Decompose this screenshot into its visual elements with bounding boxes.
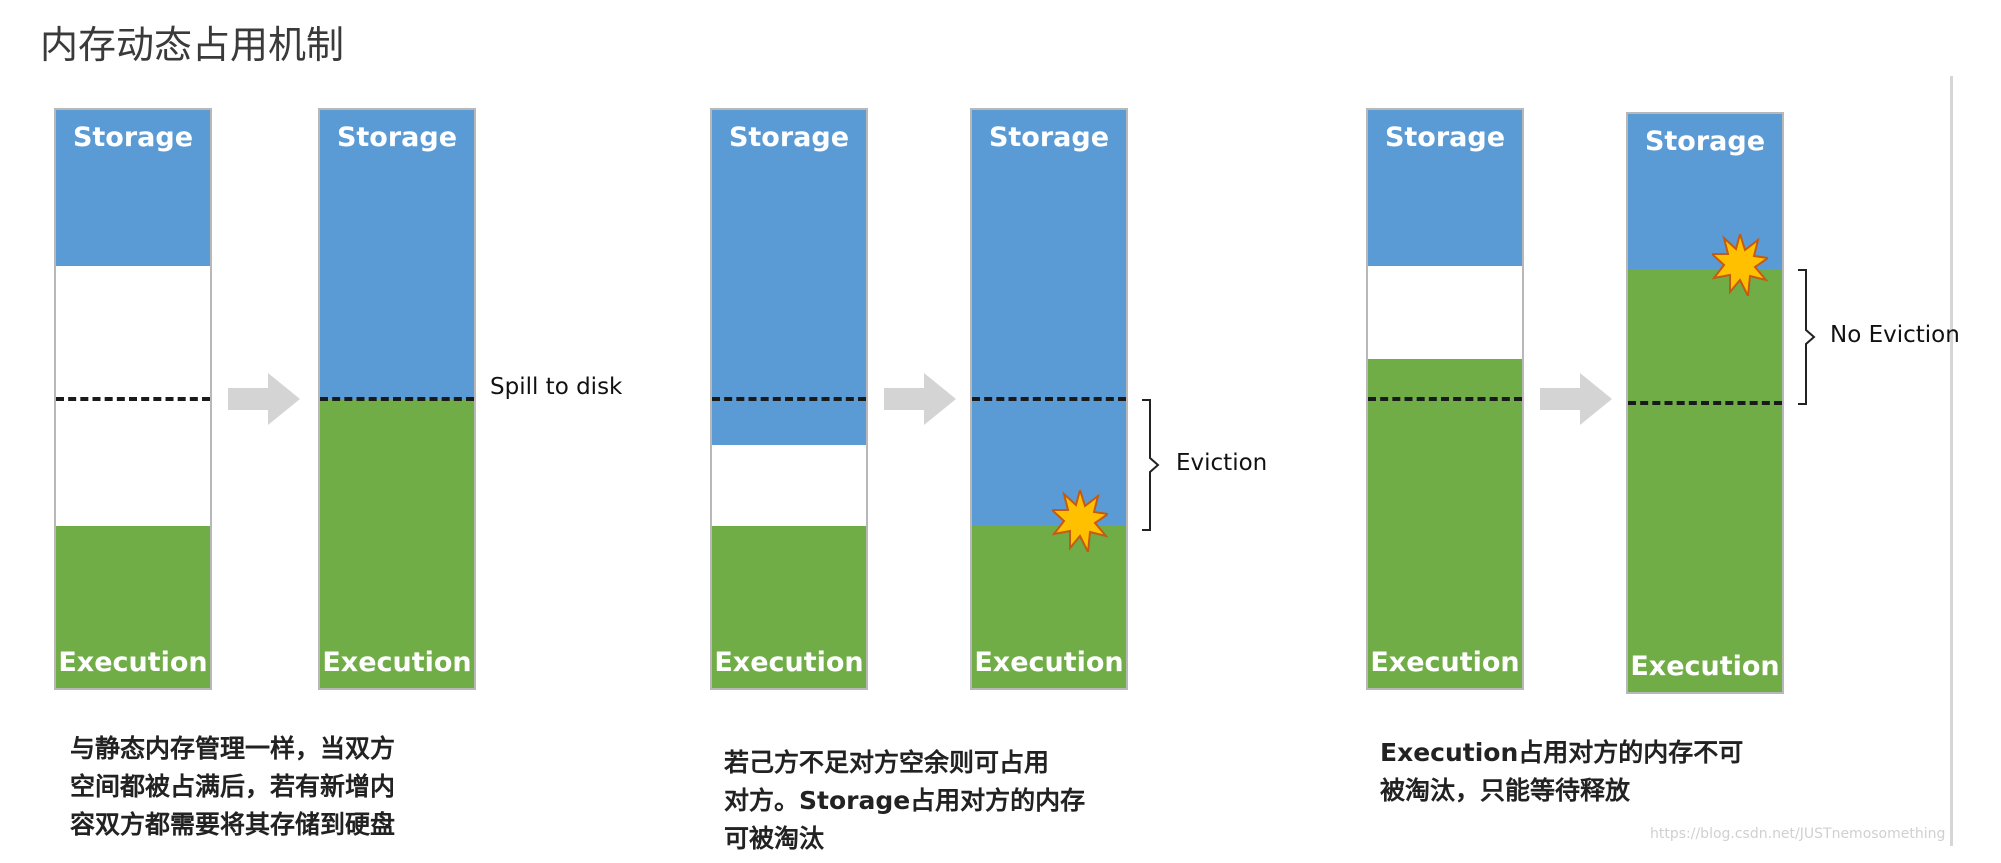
execution-region bbox=[1628, 270, 1782, 692]
panel3-after-bar: Storage Execution bbox=[1626, 112, 1784, 694]
no-eviction-note: No Eviction bbox=[1830, 322, 1960, 348]
no-eviction-bracket bbox=[1798, 269, 1816, 405]
panel1-before-bar: Storage Execution bbox=[54, 108, 212, 690]
boundary-line bbox=[972, 397, 1126, 401]
vertical-divider bbox=[1950, 76, 1953, 846]
boundary-line bbox=[320, 397, 474, 401]
storage-label: Storage bbox=[1384, 122, 1506, 153]
panel2-before-bar: Storage Execution bbox=[710, 108, 868, 690]
storage-region bbox=[320, 110, 474, 399]
execution-label: Execution bbox=[322, 647, 472, 678]
right-arrow-icon bbox=[1540, 373, 1612, 425]
storage-region bbox=[972, 110, 1126, 527]
boundary-line bbox=[56, 397, 210, 401]
spill-to-disk-note: Spill to disk bbox=[490, 374, 623, 400]
execution-label: Execution bbox=[1630, 651, 1780, 682]
execution-region bbox=[712, 526, 866, 688]
storage-region bbox=[1368, 110, 1522, 267]
boundary-line bbox=[712, 397, 866, 401]
page-title: 内存动态占用机制 bbox=[40, 23, 345, 67]
execution-region bbox=[56, 526, 210, 688]
caption-line: 容双方都需要将其存储到硬盘 bbox=[70, 810, 396, 839]
storage-label: Storage bbox=[1644, 126, 1766, 157]
execution-label: Execution bbox=[58, 647, 208, 678]
panel1-caption: 与静态内存管理一样，当双方 空间都被占满后，若有新增内 容双方都需要将其存储到硬… bbox=[70, 730, 395, 844]
eviction-bracket bbox=[1142, 399, 1160, 531]
caption-line: 空间都被占满后，若有新增内 bbox=[70, 772, 396, 801]
storage-region bbox=[712, 110, 866, 446]
explosion-icon bbox=[1052, 490, 1108, 552]
caption-line: 对方。Storage占用对方的内存 bbox=[724, 786, 1086, 815]
execution-label: Execution bbox=[714, 647, 864, 678]
execution-region bbox=[320, 399, 474, 688]
execution-region bbox=[972, 526, 1126, 688]
boundary-line bbox=[1628, 401, 1782, 405]
execution-region bbox=[1368, 358, 1522, 688]
storage-region bbox=[56, 110, 210, 267]
panel1-after-bar: Storage Execution bbox=[318, 108, 476, 690]
caption-line: 与静态内存管理一样，当双方 bbox=[70, 734, 396, 763]
right-arrow-icon bbox=[884, 373, 956, 425]
panel2-caption: 若己方不足对方空余则可占用 对方。Storage占用对方的内存 可被淘汰 bbox=[724, 744, 1085, 858]
eviction-note: Eviction bbox=[1176, 450, 1268, 476]
storage-label: Storage bbox=[72, 122, 194, 153]
caption-line: 可被淘汰 bbox=[724, 824, 825, 853]
boundary-line bbox=[1368, 397, 1522, 401]
execution-label: Execution bbox=[1370, 647, 1520, 678]
caption-line: 若己方不足对方空余则可占用 bbox=[724, 748, 1050, 777]
right-arrow-icon bbox=[228, 373, 300, 425]
caption-line: Execution占用对方的内存不可 bbox=[1380, 738, 1744, 767]
execution-label: Execution bbox=[974, 647, 1124, 678]
storage-label: Storage bbox=[728, 122, 850, 153]
watermark: https://blog.csdn.net/JUSTnemosomething bbox=[1650, 826, 1946, 842]
explosion-icon bbox=[1712, 234, 1768, 296]
panel3-before-bar: Storage Execution bbox=[1366, 108, 1524, 690]
panel3-caption: Execution占用对方的内存不可 被淘汰，只能等待释放 bbox=[1380, 734, 1743, 810]
storage-label: Storage bbox=[336, 122, 458, 153]
storage-label: Storage bbox=[988, 122, 1110, 153]
caption-line: 被淘汰，只能等待释放 bbox=[1380, 776, 1631, 805]
panel2-after-bar: Storage Execution bbox=[970, 108, 1128, 690]
